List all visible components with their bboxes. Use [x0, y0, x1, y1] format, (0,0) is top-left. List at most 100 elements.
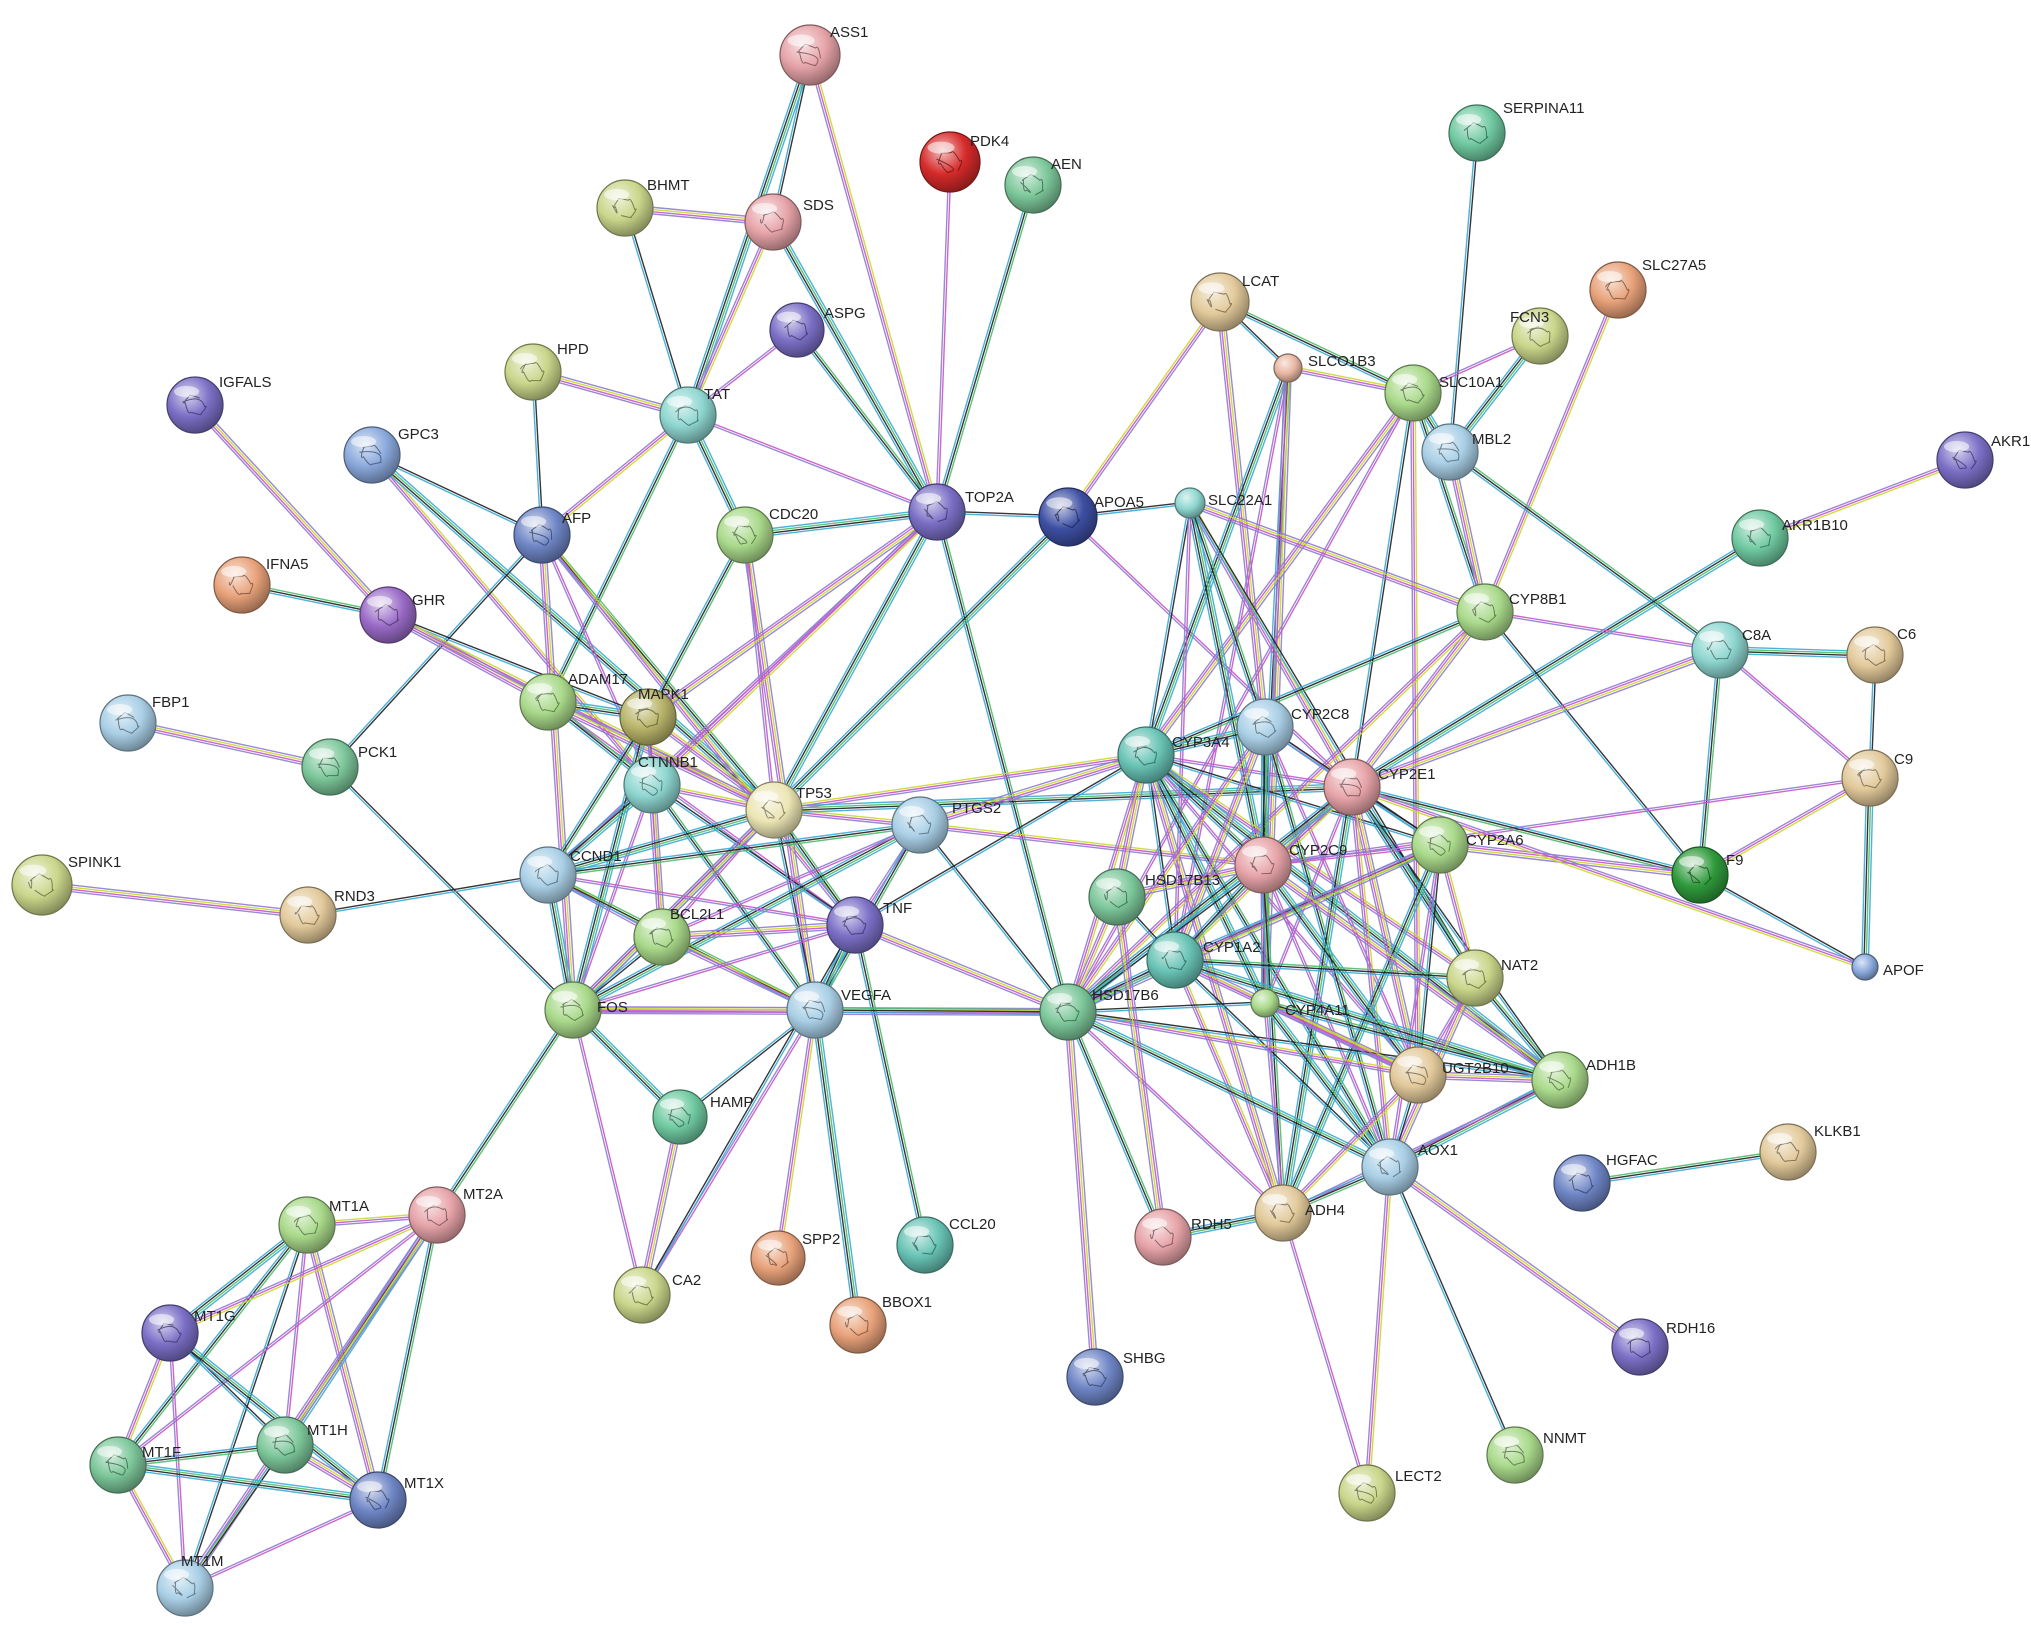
- structure-icon: [1627, 1336, 1652, 1358]
- node-lect2[interactable]: LECT2: [1338, 1464, 1442, 1522]
- node-akr1b10[interactable]: AKR1B10: [1731, 509, 1848, 567]
- edge-C9-CYP2C9: [1262, 776, 1871, 867]
- node-top2a[interactable]: TOP2A: [908, 483, 1014, 541]
- node-aspg[interactable]: ASPG: [769, 302, 866, 358]
- node-nnmt[interactable]: NNMT: [1486, 1426, 1586, 1484]
- node-apof[interactable]: APOF: [1851, 953, 1924, 981]
- node-cyp4a11[interactable]: CYP4A11: [1250, 988, 1350, 1019]
- node-klkb1[interactable]: KLKB1: [1759, 1123, 1861, 1181]
- node-bhmt[interactable]: BHMT: [596, 177, 690, 237]
- node-ugt2b10[interactable]: UGT2B10: [1389, 1046, 1509, 1104]
- edge-LCAT-SLC10A1: [1218, 299, 1415, 396]
- node-lcat[interactable]: LCAT: [1190, 272, 1279, 332]
- node-rnd3[interactable]: RND3: [279, 886, 375, 944]
- node-gpc3[interactable]: GPC3: [343, 426, 439, 484]
- node-spp2[interactable]: SPP2: [750, 1230, 840, 1286]
- edge-PTGS2-BCL2L1: [661, 823, 921, 939]
- edge-PTGS2-HSD17B6: [918, 823, 1070, 1014]
- node-fbp1[interactable]: FBP1: [99, 694, 190, 752]
- node-c9[interactable]: C9: [1841, 749, 1913, 807]
- node-adam17[interactable]: ADAM17: [519, 671, 628, 731]
- node-f9[interactable]: F9: [1671, 846, 1744, 904]
- node-mt1h[interactable]: MT1H: [256, 1416, 348, 1474]
- edge-TAT-TOP2A: [687, 413, 938, 514]
- node-mt1a[interactable]: MT1A: [278, 1196, 369, 1254]
- node-rdh5[interactable]: RDH5: [1134, 1208, 1232, 1266]
- node-tat[interactable]: TAT: [659, 386, 730, 444]
- node-mt1g[interactable]: MT1G: [141, 1304, 236, 1362]
- node-adh1b[interactable]: ADH1B: [1531, 1051, 1636, 1109]
- edge-MAPK1-CCND1: [545, 715, 651, 877]
- node-hsd17b13[interactable]: HSD17B13: [1088, 868, 1220, 926]
- node-vegfa[interactable]: VEGFA: [786, 981, 891, 1039]
- node-tp53[interactable]: TP53: [745, 781, 832, 839]
- node-apoa5[interactable]: APOA5: [1038, 487, 1144, 547]
- edge-CTNNB1-TNF: [650, 783, 857, 927]
- node-mt1m[interactable]: MT1M: [156, 1553, 224, 1617]
- node-pck1[interactable]: PCK1: [301, 738, 397, 796]
- node-label: NNMT: [1543, 1430, 1586, 1447]
- node-mapk1[interactable]: MAPK1: [619, 686, 689, 746]
- node-hsd17b6[interactable]: HSD17B6: [1039, 983, 1159, 1041]
- node-slco1b3[interactable]: SLCO1B3: [1273, 353, 1376, 383]
- node-hpd[interactable]: HPD: [504, 341, 589, 401]
- node-nat2[interactable]: NAT2: [1446, 949, 1538, 1007]
- node-bbox1[interactable]: BBOX1: [829, 1294, 932, 1354]
- node-label: RDH5: [1191, 1216, 1232, 1233]
- edge-SLC22A1-CYP2C9: [1186, 502, 1267, 866]
- node-cyp2c9[interactable]: CYP2C9: [1234, 836, 1347, 894]
- node-ccl20[interactable]: CCL20: [896, 1216, 996, 1274]
- node-ghr[interactable]: GHR: [359, 586, 446, 644]
- node-hamp[interactable]: HAMP: [652, 1089, 753, 1145]
- node-afp[interactable]: AFP: [513, 506, 591, 564]
- node-mt1x[interactable]: MT1X: [349, 1471, 444, 1529]
- node-ca2[interactable]: CA2: [613, 1266, 701, 1324]
- node-bcl2l1[interactable]: BCL2L1: [633, 906, 724, 966]
- node-slc27a5[interactable]: SLC27A5: [1589, 257, 1706, 319]
- node-c6[interactable]: C6: [1846, 626, 1916, 684]
- node-mt2a[interactable]: MT2A: [408, 1186, 503, 1244]
- node-slc22a1[interactable]: SLC22A1: [1174, 487, 1272, 519]
- node-shbg[interactable]: SHBG: [1066, 1348, 1166, 1406]
- node-slc10a1[interactable]: SLC10A1: [1384, 364, 1503, 422]
- node-spink1[interactable]: SPINK1: [11, 854, 121, 916]
- node-fos[interactable]: FOS: [544, 981, 628, 1039]
- node-label: HAMP: [710, 1094, 753, 1111]
- node-c8a[interactable]: C8A: [1691, 621, 1771, 679]
- node-ifna5[interactable]: IFNA5: [213, 556, 309, 614]
- node-cyp3a4[interactable]: CYP3A4: [1117, 726, 1230, 784]
- node-tnf[interactable]: TNF: [826, 896, 912, 954]
- node-label: HGFAC: [1606, 1152, 1658, 1169]
- edge-HSD17B6-CYP4A11: [1067, 1001, 1266, 1014]
- node-cyp1a2[interactable]: CYP1A2: [1146, 931, 1261, 989]
- node-adh4[interactable]: ADH4: [1254, 1184, 1345, 1242]
- node-serpina11[interactable]: SERPINA11: [1448, 100, 1584, 162]
- node-ctnnb1[interactable]: CTNNB1: [623, 754, 698, 814]
- node-mbl2[interactable]: MBL2: [1421, 423, 1511, 481]
- edge-VEGFA-SPP2: [775, 1009, 818, 1259]
- node-aen[interactable]: AEN: [1004, 156, 1082, 214]
- node-ccnd1[interactable]: CCND1: [519, 846, 622, 904]
- edge-SDS-TAT: [685, 220, 776, 417]
- node-cyp8b1[interactable]: CYP8B1: [1456, 583, 1567, 641]
- edge-MT1X-MT1M: [184, 1498, 379, 1590]
- node-pdk4[interactable]: PDK4: [919, 131, 1009, 193]
- node-rdh16[interactable]: RDH16: [1611, 1318, 1715, 1376]
- node-igfals[interactable]: IGFALS: [166, 374, 272, 434]
- node-cyp2e1[interactable]: CYP2E1: [1323, 758, 1436, 816]
- node-cdc20[interactable]: CDC20: [716, 506, 818, 564]
- node-sds[interactable]: SDS: [744, 193, 834, 251]
- edge-AOX1-LECT2: [1364, 1166, 1393, 1494]
- node-mt1f[interactable]: MT1F: [89, 1436, 181, 1494]
- node-fcn3[interactable]: FCN3: [1510, 307, 1569, 365]
- edge-VEGFA-BBOX1: [811, 1009, 862, 1326]
- edge-TOP2A-TP53: [770, 510, 941, 812]
- node-cyp2c8[interactable]: CYP2C8: [1236, 698, 1349, 756]
- node-akr1[interactable]: AKR1: [1936, 431, 2030, 489]
- node-label: RDH16: [1666, 1320, 1715, 1337]
- node-ass1[interactable]: ASS1: [779, 24, 868, 86]
- node-aox1[interactable]: AOX1: [1361, 1138, 1458, 1196]
- node-ptgs2[interactable]: PTGS2: [891, 796, 1001, 854]
- node-cyp2a6[interactable]: CYP2A6: [1411, 816, 1524, 874]
- node-hgfac[interactable]: HGFAC: [1553, 1152, 1658, 1212]
